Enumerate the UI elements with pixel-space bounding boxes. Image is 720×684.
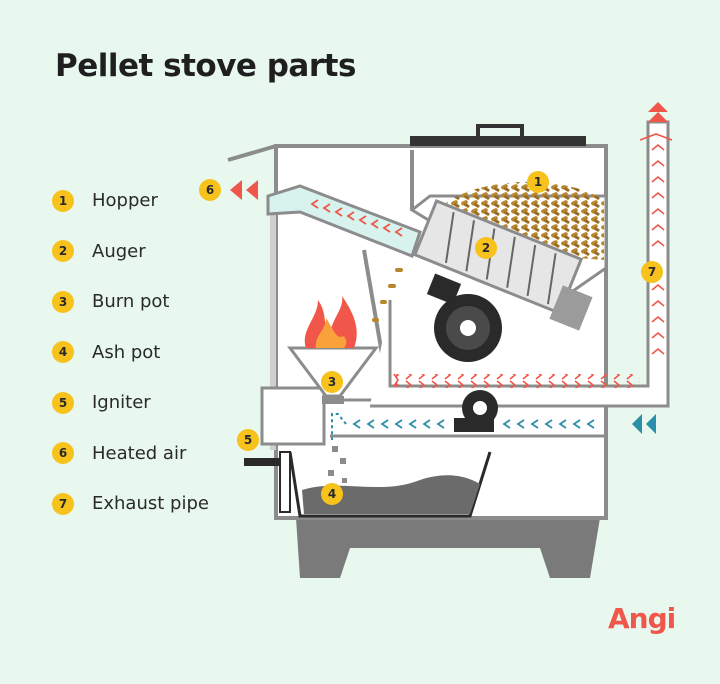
heated-air-arrow-icon (246, 180, 258, 200)
legend-label: Hopper (92, 190, 158, 211)
brand-logo: Angi (608, 602, 676, 635)
callout-igniter: 5 (237, 429, 259, 451)
callout-burn-pot: 3 (321, 371, 343, 393)
legend-item-auger: 2 Auger (52, 239, 209, 264)
legend-item-heated-air: 6 Heated air (52, 441, 209, 466)
legend-badge: 5 (52, 391, 74, 414)
auger (372, 198, 593, 331)
exhaust-pipe (370, 102, 673, 408)
legend-item-ash-pot: 4 Ash pot (52, 340, 209, 365)
fan-icon (426, 273, 502, 362)
callout-hopper: 1 (527, 171, 549, 193)
legend-badge: 4 (52, 341, 74, 363)
legend-badge: 6 (52, 442, 74, 464)
legend-label: Heated air (92, 442, 187, 464)
ash-pot (288, 446, 492, 518)
igniter (244, 451, 291, 513)
legend-item-igniter: 5 Igniter (52, 390, 209, 415)
legend-badge: 1 (52, 189, 74, 212)
exhaust-arrow-icon (648, 112, 668, 122)
legend: 1 Hopper 2 Auger 3 Burn pot 4 Ash pot 5 … (52, 188, 209, 542)
flame-icon (304, 296, 357, 348)
intake-arrow-icon (632, 414, 642, 434)
intake-arrow-icon (646, 414, 656, 434)
legend-label: Exhaust pipe (92, 493, 209, 514)
stove-base (296, 518, 600, 578)
page-title: Pellet stove parts (55, 48, 356, 84)
svg-text:7: 7 (648, 265, 656, 279)
legend-item-hopper: 1 Hopper (52, 188, 209, 213)
svg-text:5: 5 (244, 433, 252, 447)
legend-label: Auger (92, 240, 146, 262)
callout-exhaust-pipe: 7 (641, 261, 663, 283)
legend-label: Igniter (92, 392, 151, 413)
callout-heated-air: 6 (199, 179, 221, 201)
svg-text:6: 6 (206, 183, 214, 197)
exhaust-arrow-icon (648, 102, 668, 112)
air-intake (331, 390, 656, 440)
callout-ash-pot: 4 (321, 483, 343, 505)
svg-text:2: 2 (482, 241, 490, 255)
svg-text:1: 1 (534, 175, 542, 189)
svg-text:3: 3 (328, 375, 336, 389)
legend-label: Burn pot (92, 291, 170, 312)
legend-badge: 7 (52, 492, 74, 515)
legend-label: Ash pot (92, 341, 161, 363)
legend-item-exhaust-pipe: 7 Exhaust pipe (52, 491, 209, 516)
callout-auger: 2 (475, 237, 497, 259)
legend-badge: 3 (52, 290, 74, 313)
legend-item-burn-pot: 3 Burn pot (52, 289, 209, 314)
heated-air-arrow-icon (230, 180, 242, 200)
legend-badge: 2 (52, 240, 74, 262)
heated-air-duct (230, 180, 422, 258)
svg-text:4: 4 (328, 487, 336, 501)
